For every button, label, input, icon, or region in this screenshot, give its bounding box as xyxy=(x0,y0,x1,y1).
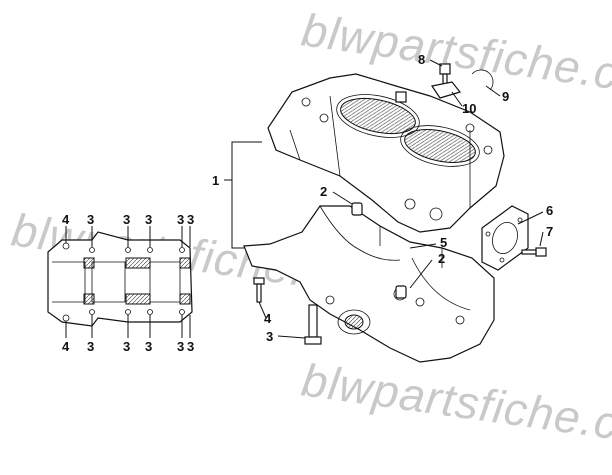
cover-plate xyxy=(481,205,529,271)
label-inset-top-3c: 3 xyxy=(145,212,152,227)
label-inset-bottom-3c: 3 xyxy=(145,339,152,354)
label-inset-top-3d: 3 xyxy=(177,212,184,227)
bracket xyxy=(431,81,462,99)
cover-screw xyxy=(521,247,547,257)
label-inset-top-4: 4 xyxy=(62,212,70,227)
callout-1: 1 xyxy=(212,173,219,188)
bracket-screw xyxy=(439,63,451,85)
lower-crankcase xyxy=(243,205,495,363)
dowel-pin-lower xyxy=(395,285,407,299)
label-inset-top-3b: 3 xyxy=(123,212,130,227)
bolt-long xyxy=(304,304,322,345)
callout-7: 7 xyxy=(546,224,553,239)
callout-6: 6 xyxy=(546,203,553,218)
callout-4: 4 xyxy=(264,311,272,326)
crankcase-bottom-view xyxy=(47,226,193,338)
label-inset-top-3a: 3 xyxy=(87,212,94,227)
label-inset-top-3e: 3 xyxy=(187,212,194,227)
leader-1 xyxy=(231,141,262,249)
callout-3: 3 xyxy=(266,329,273,344)
leader-2b xyxy=(409,259,433,289)
inset-top-labels: 4 3 3 3 3 3 xyxy=(62,212,194,227)
inset-bottom-labels: 4 3 3 3 3 3 xyxy=(62,339,194,354)
leader-4 xyxy=(258,301,267,319)
dowel-pin-upper xyxy=(351,202,363,216)
leader-5 xyxy=(409,243,437,249)
callout-5: 5 xyxy=(440,235,447,250)
leader-10 xyxy=(451,91,463,107)
callout-9: 9 xyxy=(502,89,509,104)
retaining-clip xyxy=(471,69,494,91)
callout-2-lower: 2 xyxy=(438,251,445,266)
leader-2a xyxy=(332,191,353,205)
label-inset-bottom-3d: 3 xyxy=(177,339,184,354)
label-inset-bottom-3b: 3 xyxy=(123,339,130,354)
callout-10: 10 xyxy=(462,101,476,116)
label-inset-bottom-3e: 3 xyxy=(187,339,194,354)
callout-8: 8 xyxy=(418,52,425,67)
leader-8 xyxy=(429,59,443,67)
watermark-bottom: blwpartsfiche.com xyxy=(299,353,612,458)
leader-9 xyxy=(485,85,501,97)
label-inset-bottom-3a: 3 xyxy=(87,339,94,354)
leader-7 xyxy=(539,231,544,247)
callout-2-upper: 2 xyxy=(320,184,327,199)
leader-6 xyxy=(517,211,544,225)
leader-3 xyxy=(277,335,306,339)
upper-crankcase xyxy=(267,73,505,233)
label-inset-bottom-4: 4 xyxy=(62,339,70,354)
